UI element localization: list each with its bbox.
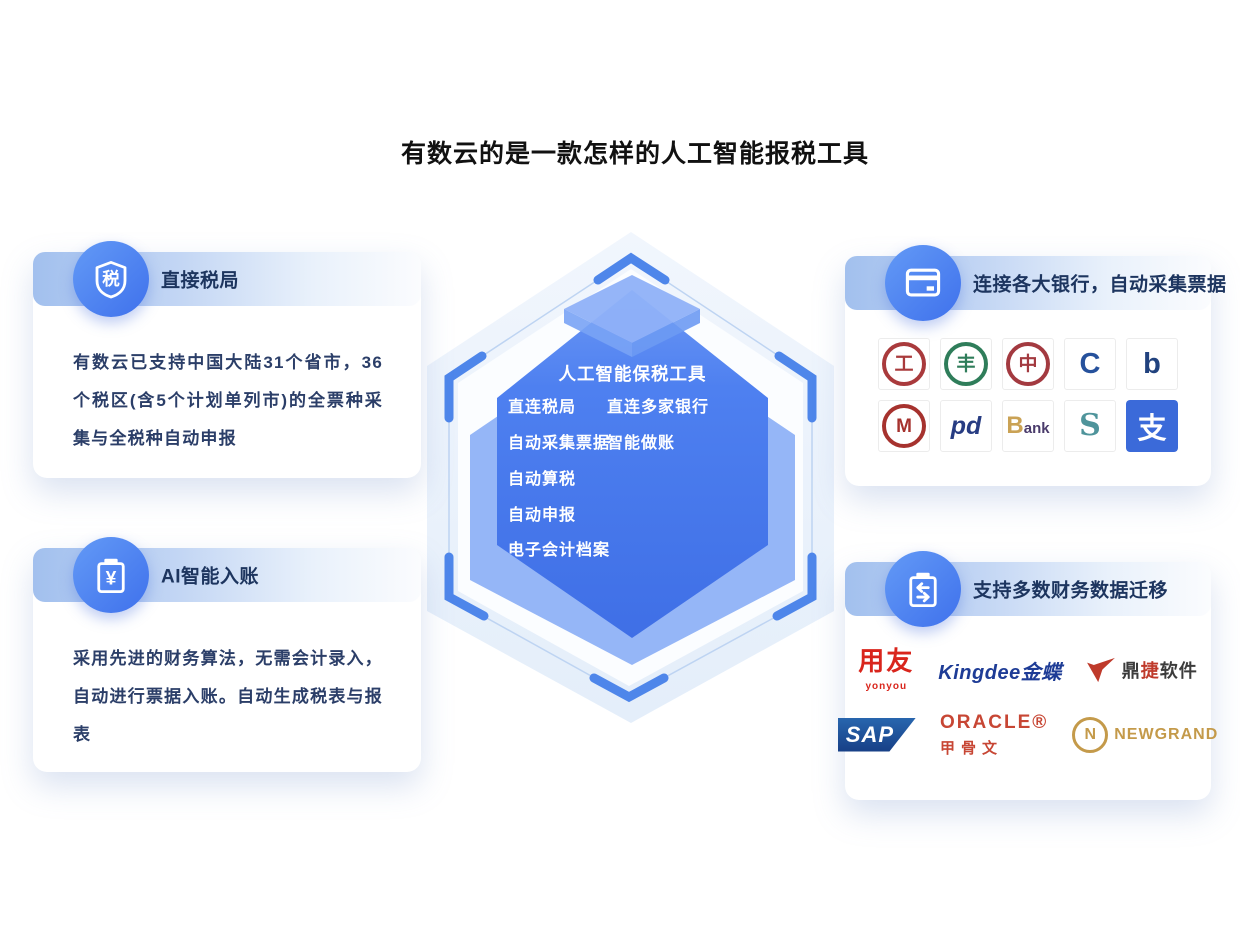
sap-text: SAP xyxy=(837,717,917,752)
oracle-line2: 甲骨文 xyxy=(940,739,1004,757)
card-banks-header: 连接各大银行，自动采集票据 xyxy=(845,245,1226,321)
center-feature-list: 人工智能保税工具 直连税局 直连多家银行 自动采集票据 智能做账 自动算税 自动… xyxy=(420,225,860,745)
center-hexagon-graphic: 人工智能保税工具 直连税局 直连多家银行 自动采集票据 智能做账 自动算税 自动… xyxy=(420,225,860,745)
card-ai-entry-body: 采用先进的财务算法，无需会计录入， 自动进行票据入账。自动生成税表与报表 xyxy=(73,649,383,744)
feature-item: 自动采集票据 xyxy=(508,435,611,452)
bank-logo-icbc: 工 xyxy=(878,338,930,390)
software-logo-grid: 用友 yonyou Kingdee金蝶 鼎捷软件 SAP ORACLE® 甲骨文 xyxy=(837,648,1217,757)
feature-item: 智能做账 xyxy=(607,435,676,452)
bank-logo-ccb: C xyxy=(1064,338,1116,390)
digiwin-part3: 软件 xyxy=(1159,661,1198,681)
yonyou-text: 用友 xyxy=(858,646,915,676)
icbc-icon: 工 xyxy=(882,342,926,386)
center-title: 人工智能保税工具 xyxy=(558,364,707,384)
sap-logo: SAP xyxy=(837,717,917,752)
feature-item: 直连税局 xyxy=(508,399,577,416)
bank-logo-bocom: b xyxy=(1126,338,1178,390)
digiwin-logo: 鼎捷软件 xyxy=(1086,657,1198,683)
yonyou-sub: yonyou xyxy=(865,681,908,692)
yuan-clipboard-icon: ¥ xyxy=(73,537,149,613)
digiwin-part1: 鼎 xyxy=(1121,661,1141,681)
tax-shield-icon: 税 xyxy=(73,241,149,317)
card-tax-header: 税 直接税局 xyxy=(33,241,421,317)
kingdee-logo: Kingdee金蝶 xyxy=(938,656,1061,685)
hexagon-layers-icon xyxy=(427,232,834,723)
feature-item: 直连多家银行 xyxy=(607,399,710,416)
card-migration-title: 支持多数财务数据迁移 xyxy=(973,580,1169,602)
s-bank-icon: S xyxy=(1079,408,1101,443)
alipay-icon: 支 xyxy=(1126,400,1178,452)
card-migration-header: 支持多数财务数据迁移 xyxy=(845,551,1211,627)
newgrand-text: NEWGRAND xyxy=(1114,725,1219,743)
bank-word-rest: ank xyxy=(1023,420,1050,437)
spdb-icon: pd xyxy=(950,411,982,440)
abc-icon: 丰 xyxy=(944,342,988,386)
bank-word-b: B xyxy=(1006,412,1024,439)
bocom-icon: b xyxy=(1143,347,1161,380)
oracle-logo: ORACLE® 甲骨文 xyxy=(940,712,1048,757)
bank-logo-spdb: pd xyxy=(940,400,992,452)
boc-icon: 中 xyxy=(1006,342,1050,386)
yonyou-logo: 用友 yonyou xyxy=(858,648,914,692)
ccb-icon: C xyxy=(1079,347,1101,380)
card-ai-entry-title: AI智能入账 xyxy=(161,566,260,588)
digiwin-part2: 捷 xyxy=(1140,661,1160,681)
kingdee-text: Kingdee金蝶 xyxy=(938,661,1062,684)
bank-logo-alipay: 支 xyxy=(1126,400,1178,452)
bank-logo-cmb: M xyxy=(878,400,930,452)
page-title: 有数云的是一款怎样的人工智能报税工具 xyxy=(400,140,869,168)
cmb-icon: M xyxy=(882,404,926,448)
newgrand-logo: N NEWGRAND xyxy=(1072,716,1219,753)
svg-text:税: 税 xyxy=(102,269,120,289)
oracle-line1: ORACLE® xyxy=(940,712,1049,733)
bank-logo-boc: 中 xyxy=(1002,338,1054,390)
bank-logo-s: S xyxy=(1064,400,1116,452)
card-ai-entry: ¥ AI智能入账 采用先进的财务算法，无需会计录入， 自动进行票据入账。自动生成… xyxy=(33,537,421,772)
feature-item: 电子会计档案 xyxy=(508,542,611,559)
newgrand-mark-icon: N xyxy=(1072,716,1109,753)
feature-item: 自动算税 xyxy=(508,471,577,488)
digiwin-bird-icon xyxy=(1086,657,1115,683)
card-ai-entry-header: ¥ AI智能入账 xyxy=(33,537,421,613)
card-tax-title: 直接税局 xyxy=(161,270,240,292)
bank-card-icon xyxy=(885,245,961,321)
card-tax-bureau: 税 直接税局 有数云已支持中国大陆31个省市，36个税区(含5个计划单列市)的全… xyxy=(33,241,421,478)
feature-item: 自动申报 xyxy=(508,507,577,524)
bank-logo-abc: 丰 xyxy=(940,338,992,390)
card-migration: 支持多数财务数据迁移 用友 yonyou Kingdee金蝶 鼎捷软件 SAP xyxy=(837,551,1217,800)
card-tax-body: 有数云已支持中国大陆31个省市，36个税区(含5个计划单列市)的全票种采集与全税… xyxy=(73,353,383,448)
transfer-clipboard-icon xyxy=(885,551,961,627)
svg-text:¥: ¥ xyxy=(106,569,117,590)
card-banks-title: 连接各大银行，自动采集票据 xyxy=(973,274,1227,296)
digiwin-text: 鼎捷软件 xyxy=(1122,657,1198,683)
